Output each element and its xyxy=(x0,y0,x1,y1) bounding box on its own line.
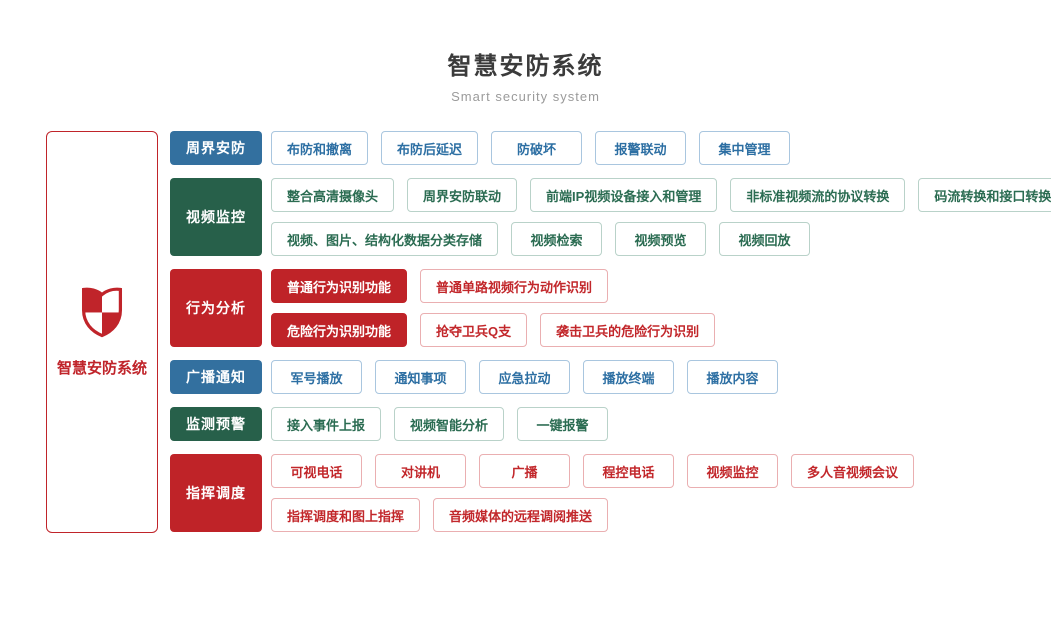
feature-line: 普通行为识别功能普通单路视频行为动作识别 xyxy=(271,269,715,303)
feature-lines: 普通行为识别功能普通单路视频行为动作识别危险行为识别功能抢夺卫兵Q支袭击卫兵的危… xyxy=(271,269,716,347)
feature-item: 抢夺卫兵Q支 xyxy=(420,313,528,347)
feature-lines: 布防和撤离布防后延迟防破坏报警联动集中管理 xyxy=(271,131,791,165)
feature-row-green: 监测预警接入事件上报视频智能分析一键报警 xyxy=(170,407,1051,441)
category-box: 视频监控 xyxy=(170,178,262,256)
feature-row-green: 视频监控整合高清摄像头周界安防联动前端IP视频设备接入和管理非标准视频流的协议转… xyxy=(170,178,1051,256)
feature-item: 广播 xyxy=(479,454,570,488)
feature-line: 可视电话对讲机广播程控电话视频监控多人音视频会议 xyxy=(271,454,915,488)
feature-rows: 周界安防布防和撤离布防后延迟防破坏报警联动集中管理视频监控整合高清摄像头周界安防… xyxy=(170,131,1051,532)
feature-item: 指挥调度和图上指挥 xyxy=(271,498,421,532)
feature-item: 视频监控 xyxy=(687,454,778,488)
diagram-body: 智慧安防系统 周界安防布防和撤离布防后延迟防破坏报警联动集中管理视频监控整合高清… xyxy=(0,131,1051,533)
feature-item: 一键报警 xyxy=(517,407,609,441)
feature-item: 程控电话 xyxy=(583,454,674,488)
feature-lines: 接入事件上报视频智能分析一键报警 xyxy=(271,407,609,441)
feature-item: 多人音视频会议 xyxy=(791,454,915,488)
feature-item: 音频媒体的远程调阅推送 xyxy=(433,498,609,532)
feature-item: 可视电话 xyxy=(271,454,362,488)
category-box: 周界安防 xyxy=(170,131,262,165)
feature-line: 布防和撤离布防后延迟防破坏报警联动集中管理 xyxy=(271,131,791,165)
feature-item: 播放终端 xyxy=(583,360,674,394)
feature-item: 周界安防联动 xyxy=(407,178,518,212)
feature-item: 通知事项 xyxy=(375,360,466,394)
feature-line: 指挥调度和图上指挥音频媒体的远程调阅推送 xyxy=(271,498,914,532)
feature-item: 视频、图片、结构化数据分类存储 xyxy=(271,222,499,256)
system-root-label: 智慧安防系统 xyxy=(56,360,147,377)
feature-item: 码流转换和接口转换 xyxy=(918,178,1051,212)
category-box: 指挥调度 xyxy=(170,454,262,532)
feature-line: 危险行为识别功能抢夺卫兵Q支袭击卫兵的危险行为识别 xyxy=(271,313,716,347)
feature-line: 视频、图片、结构化数据分类存储视频检索视频预览视频回放 xyxy=(271,222,1051,256)
feature-item: 前端IP视频设备接入和管理 xyxy=(530,178,718,212)
feature-row-red: 指挥调度可视电话对讲机广播程控电话视频监控多人音视频会议指挥调度和图上指挥音频媒… xyxy=(170,454,1051,532)
feature-item: 布防和撤离 xyxy=(271,131,369,165)
feature-row-blue: 周界安防布防和撤离布防后延迟防破坏报警联动集中管理 xyxy=(170,131,1051,165)
page-subtitle: Smart security system xyxy=(451,89,600,104)
feature-line: 整合高清摄像头周界安防联动前端IP视频设备接入和管理非标准视频流的协议转换码流转… xyxy=(271,178,1051,212)
feature-item: 接入事件上报 xyxy=(271,407,382,441)
shield-icon xyxy=(79,286,125,343)
feature-item: 视频检索 xyxy=(511,222,603,256)
page-header: 智慧安防系统 Smart security system xyxy=(0,0,1051,104)
feature-item: 防破坏 xyxy=(491,131,583,165)
category-box: 行为分析 xyxy=(170,269,262,347)
feature-lines: 军号播放通知事项应急拉动播放终端播放内容 xyxy=(271,360,778,394)
feature-item: 应急拉动 xyxy=(479,360,570,394)
feature-item: 布防后延迟 xyxy=(381,131,479,165)
feature-item: 集中管理 xyxy=(699,131,791,165)
feature-item: 视频智能分析 xyxy=(394,407,505,441)
feature-item: 整合高清摄像头 xyxy=(271,178,395,212)
feature-line: 接入事件上报视频智能分析一键报警 xyxy=(271,407,609,441)
feature-row-blue: 广播通知军号播放通知事项应急拉动播放终端播放内容 xyxy=(170,360,1051,394)
feature-item: 袭击卫兵的危险行为识别 xyxy=(540,313,716,347)
feature-item: 视频回放 xyxy=(719,222,811,256)
feature-row-red: 行为分析普通行为识别功能普通单路视频行为动作识别危险行为识别功能抢夺卫兵Q支袭击… xyxy=(170,269,1051,347)
feature-lines: 整合高清摄像头周界安防联动前端IP视频设备接入和管理非标准视频流的协议转换码流转… xyxy=(271,178,1051,256)
feature-item: 对讲机 xyxy=(375,454,466,488)
feature-item: 非标准视频流的协议转换 xyxy=(730,178,906,212)
feature-line: 军号播放通知事项应急拉动播放终端播放内容 xyxy=(271,360,778,394)
feature-item: 视频预览 xyxy=(615,222,707,256)
feature-item: 普通行为识别功能 xyxy=(271,269,408,303)
system-root-box: 智慧安防系统 xyxy=(46,131,158,533)
feature-item: 报警联动 xyxy=(595,131,687,165)
category-box: 广播通知 xyxy=(170,360,262,394)
feature-item: 军号播放 xyxy=(271,360,362,394)
category-box: 监测预警 xyxy=(170,407,262,441)
feature-item: 普通单路视频行为动作识别 xyxy=(420,269,609,303)
page-title: 智慧安防系统 xyxy=(447,53,604,80)
feature-item: 危险行为识别功能 xyxy=(271,313,408,347)
feature-lines: 可视电话对讲机广播程控电话视频监控多人音视频会议指挥调度和图上指挥音频媒体的远程… xyxy=(271,454,915,532)
feature-item: 播放内容 xyxy=(687,360,778,394)
